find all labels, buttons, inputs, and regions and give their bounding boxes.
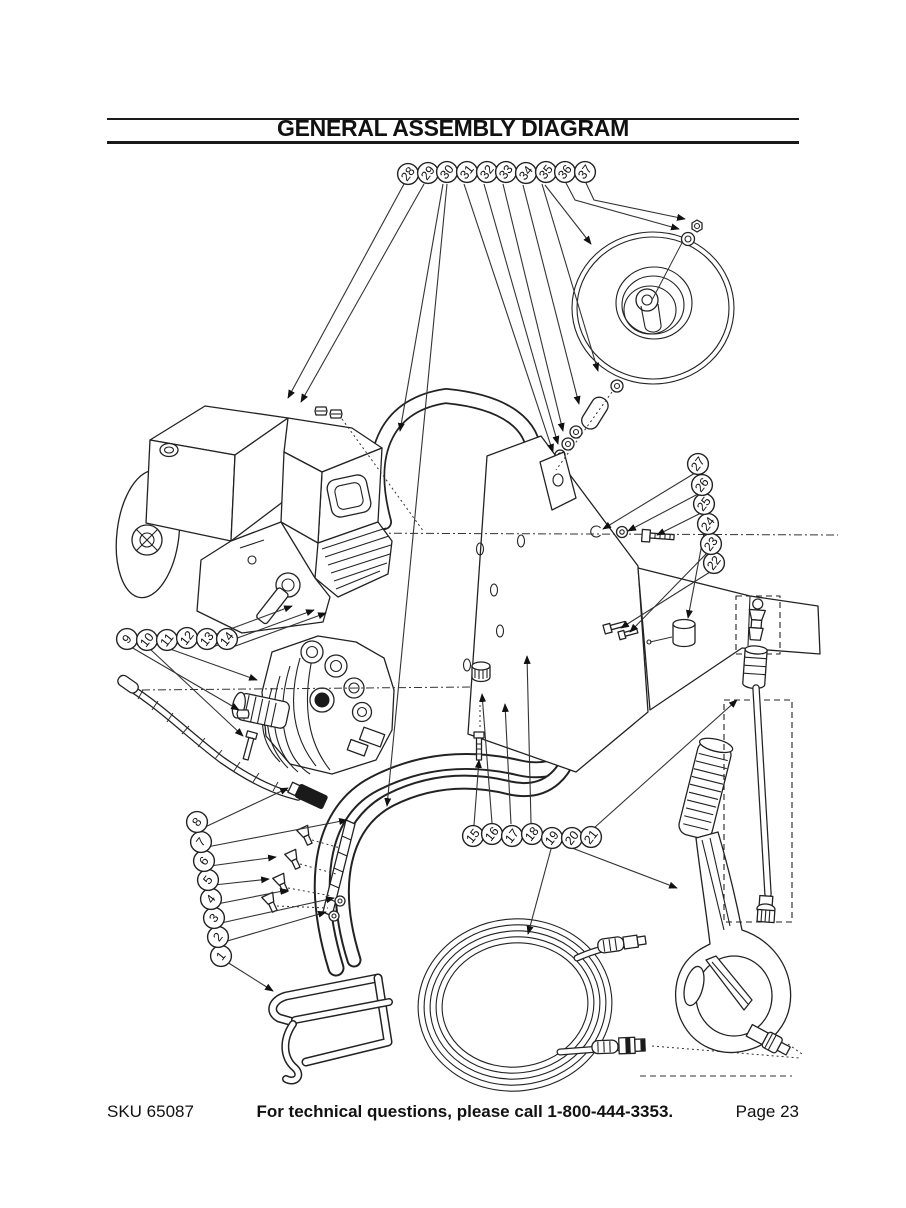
svg-text:28: 28 bbox=[398, 164, 418, 184]
svg-text:10: 10 bbox=[137, 630, 157, 650]
svg-text:26: 26 bbox=[692, 475, 712, 495]
nozzle-rack bbox=[261, 819, 356, 922]
callout-22: 22 bbox=[702, 551, 726, 575]
callout-32: 32 bbox=[475, 160, 499, 184]
callout-21: 21 bbox=[579, 825, 603, 849]
mounting-plate bbox=[462, 435, 821, 773]
title-rule-bottom bbox=[107, 141, 799, 144]
callout-2: 2 bbox=[206, 925, 230, 949]
page-footer: SKU 65087 For technical questions, pleas… bbox=[107, 1102, 799, 1122]
callout-19: 19 bbox=[540, 826, 564, 850]
callout-20: 20 bbox=[560, 826, 584, 850]
svg-text:36: 36 bbox=[555, 162, 575, 182]
callout-25: 25 bbox=[692, 492, 716, 516]
svg-text:12: 12 bbox=[177, 628, 197, 648]
svg-text:33: 33 bbox=[496, 162, 516, 182]
callout-24: 24 bbox=[696, 512, 720, 536]
svg-text:35: 35 bbox=[536, 162, 556, 182]
callout-36: 36 bbox=[553, 160, 577, 184]
svg-text:27: 27 bbox=[688, 454, 708, 474]
wheel bbox=[571, 231, 735, 385]
svg-text:37: 37 bbox=[575, 162, 595, 182]
page-number: Page 23 bbox=[735, 1102, 799, 1121]
leader-lines bbox=[130, 182, 738, 992]
hardware bbox=[236, 219, 703, 761]
callout-35: 35 bbox=[534, 160, 558, 184]
callout-29: 29 bbox=[416, 161, 440, 185]
callout-5: 5 bbox=[196, 868, 220, 892]
callout-30: 30 bbox=[435, 160, 459, 184]
callout-16: 16 bbox=[480, 822, 504, 846]
callout-7: 7 bbox=[189, 830, 213, 854]
sku-label: SKU 65087 bbox=[107, 1102, 194, 1121]
svg-text:14: 14 bbox=[217, 629, 237, 649]
callout-12: 12 bbox=[175, 626, 199, 650]
svg-text:32: 32 bbox=[477, 162, 497, 182]
svg-text:30: 30 bbox=[437, 162, 457, 182]
callout-27: 27 bbox=[686, 452, 710, 476]
svg-text:31: 31 bbox=[457, 162, 477, 182]
axle-centerline bbox=[329, 532, 839, 536]
svg-text:29: 29 bbox=[418, 163, 438, 183]
callout-17: 17 bbox=[500, 824, 524, 848]
callouts: 1 2 3 4 5 6 7 8 9 10 11 12 13 14 15 16 1… bbox=[115, 160, 726, 968]
callout-31: 31 bbox=[455, 160, 479, 184]
svg-text:17: 17 bbox=[502, 826, 522, 846]
svg-text:13: 13 bbox=[197, 629, 217, 649]
callout-10: 10 bbox=[135, 628, 159, 652]
callout-3: 3 bbox=[202, 906, 226, 930]
callout-28: 28 bbox=[396, 162, 420, 186]
pump bbox=[231, 635, 395, 775]
callout-34: 34 bbox=[514, 161, 538, 185]
callout-15: 15 bbox=[461, 824, 485, 848]
svg-text:16: 16 bbox=[482, 824, 502, 844]
page-title: GENERAL ASSEMBLY DIAGRAM bbox=[277, 115, 629, 141]
svg-text:22: 22 bbox=[704, 553, 724, 573]
callout-26: 26 bbox=[690, 473, 714, 497]
support-text: For technical questions, please call 1-8… bbox=[256, 1102, 674, 1121]
svg-text:21: 21 bbox=[581, 827, 601, 847]
svg-text:23: 23 bbox=[701, 534, 721, 554]
spray-gun bbox=[640, 737, 803, 1077]
engine bbox=[115, 405, 393, 634]
callout-1: 1 bbox=[209, 944, 233, 968]
foot-stand bbox=[268, 973, 393, 1085]
title-rule-top bbox=[107, 118, 799, 120]
callout-14: 14 bbox=[215, 627, 239, 651]
callout-18: 18 bbox=[520, 822, 544, 846]
callout-23: 23 bbox=[699, 532, 723, 556]
svg-text:18: 18 bbox=[522, 824, 542, 844]
siphon-hose bbox=[117, 674, 471, 810]
callout-9: 9 bbox=[115, 627, 139, 651]
callout-4: 4 bbox=[199, 887, 223, 911]
svg-text:25: 25 bbox=[694, 494, 714, 514]
spray-wand bbox=[723, 595, 793, 924]
svg-text:19: 19 bbox=[542, 828, 562, 848]
callout-11: 11 bbox=[155, 628, 179, 652]
svg-text:34: 34 bbox=[516, 163, 536, 183]
callout-8: 8 bbox=[185, 810, 209, 834]
callout-37: 37 bbox=[573, 160, 597, 184]
svg-text:20: 20 bbox=[562, 828, 582, 848]
svg-text:15: 15 bbox=[463, 826, 483, 846]
svg-text:24: 24 bbox=[698, 514, 718, 534]
callout-6: 6 bbox=[192, 849, 216, 873]
hose-coil bbox=[417, 918, 801, 1092]
callout-33: 33 bbox=[494, 160, 518, 184]
callout-13: 13 bbox=[195, 627, 219, 651]
